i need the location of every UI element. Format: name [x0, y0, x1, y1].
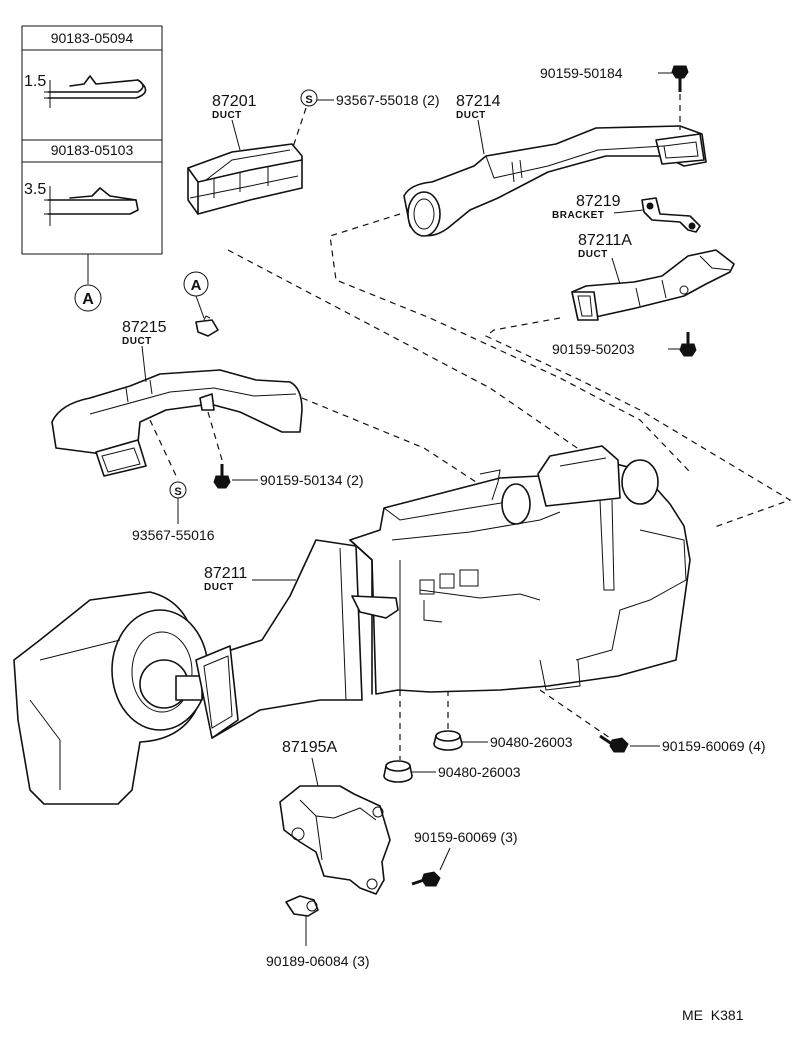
label-87211: 87211 [204, 565, 247, 582]
heater-unit-assembly [13, 445, 691, 805]
label-90189-06084: 90189-06084 (3) [266, 953, 370, 969]
svg-text:A: A [82, 291, 94, 308]
label-90159-50203: 90159-50203 [552, 341, 635, 357]
label-87215-name: DUCT [122, 336, 152, 347]
label-87211a: 87211A [578, 232, 632, 249]
label-87215: 87215 [122, 319, 167, 336]
label-90159-50184: 90159-50184 [540, 65, 623, 81]
svg-text:S: S [305, 94, 312, 106]
label-90159-60069-4: 90159-60069 (4) [662, 738, 766, 754]
label-87195a: 87195A [282, 739, 337, 756]
label-87214: 87214 [456, 93, 501, 110]
label-90480-26003-b: 90480-26003 [438, 764, 521, 780]
duct-87215 [51, 369, 303, 477]
detail-a-ref: A [183, 271, 209, 297]
clip-a-part [195, 315, 219, 337]
grommet-90480-26003-a [433, 730, 463, 751]
clip-inset-box: 90183-05094 90183-05103 1.5 3.5 [21, 25, 163, 255]
label-87214-name: DUCT [456, 110, 486, 121]
label-87201: 87201 [212, 93, 257, 110]
screw-90159-60069-3 [411, 871, 441, 887]
label-93567-55016: 93567-55016 [132, 527, 215, 543]
screw-90159-50134 [213, 464, 231, 489]
clip2-dimension: 3.5 [24, 181, 46, 198]
clip2-part-number: 90183-05103 [51, 142, 134, 158]
detail-a-marker: A [74, 284, 102, 312]
label-87219: 87219 [576, 193, 621, 210]
label-87201-name: DUCT [212, 110, 242, 121]
label-90159-50134: 90159-50134 (2) [260, 472, 364, 488]
duct-87214 [403, 125, 707, 237]
clip2-drawing: 3.5 [24, 181, 139, 226]
label-93567-55018: 93567-55018 (2) [336, 92, 440, 108]
clip1-part-number: 90183-05094 [51, 30, 134, 46]
duct-87211a [571, 249, 735, 321]
label-87211a-name: DUCT [578, 249, 608, 260]
screw-90159-50184 [671, 65, 689, 92]
grommet-90480-26003-b [383, 760, 413, 783]
duct-87201 [187, 143, 303, 215]
label-87219-name: BRACKET [552, 210, 604, 221]
svg-text:S: S [174, 486, 181, 498]
assembly-lines [227, 213, 792, 760]
clip1-dimension: 1.5 [24, 73, 46, 90]
bracket-87219 [641, 197, 701, 233]
screw-90159-50203 [679, 332, 697, 357]
diagram-code: ME K381 [682, 1007, 744, 1023]
clip1-drawing: 1.5 [24, 73, 147, 108]
screw-90159-60069-4 [599, 734, 629, 753]
nut-90189-06084 [285, 895, 319, 917]
label-90480-26003-a: 90480-26003 [490, 734, 573, 750]
label-90159-60069-3: 90159-60069 (3) [414, 829, 518, 845]
svg-text:A: A [191, 277, 202, 294]
s-symbol-2: S [169, 481, 187, 499]
s-symbol-1: S [300, 89, 318, 107]
cover-87195a [279, 785, 391, 895]
label-87211-name: DUCT [204, 582, 234, 593]
